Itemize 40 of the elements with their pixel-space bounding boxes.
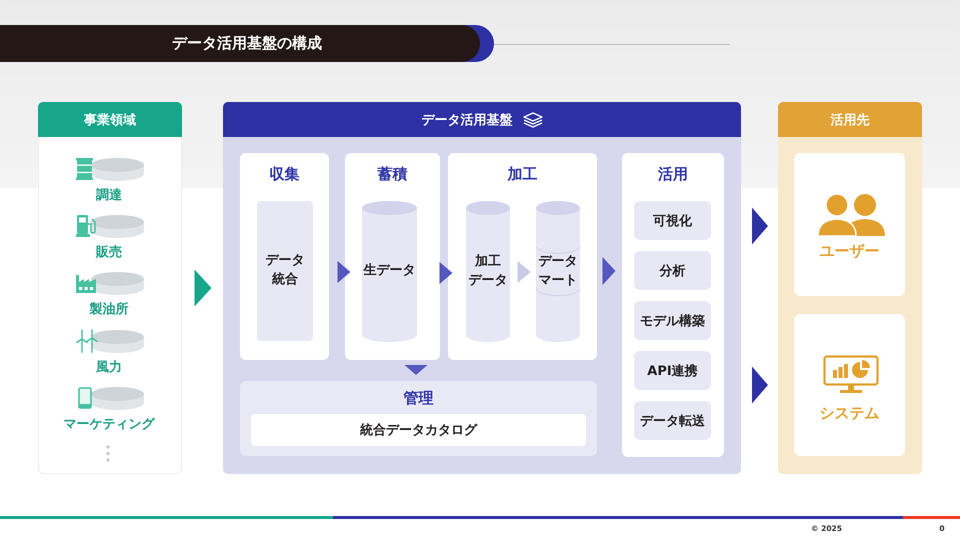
panel-title: 事業領域 <box>84 112 136 128</box>
card-title: 活用 <box>657 164 689 185</box>
domain-label: 調達 <box>95 187 123 205</box>
panel-title: データ活用基盤 <box>422 112 512 128</box>
chevron-arrow <box>752 208 768 244</box>
chevron-arrow <box>404 365 428 375</box>
card-title: 収集 <box>268 164 300 185</box>
target-label: システム <box>818 403 880 423</box>
panel <box>778 102 922 474</box>
target-label: ユーザー <box>818 241 880 261</box>
process-card <box>345 153 440 360</box>
function-box: API連携 <box>634 351 711 390</box>
panel <box>38 102 182 474</box>
function-box: データ転送 <box>634 401 711 440</box>
process-box: データ統合 <box>257 201 313 341</box>
chevron-arrow <box>602 257 616 285</box>
chevron-arrow <box>752 366 768 404</box>
target-card <box>794 314 905 456</box>
card-title: 蓄積 <box>376 164 408 185</box>
box-title: 管理 <box>402 388 434 409</box>
management-box <box>240 381 597 456</box>
process-card <box>240 153 329 360</box>
function-box: 分析 <box>634 251 711 290</box>
chevron-arrow <box>194 270 212 306</box>
domain-label: 販売 <box>94 244 123 262</box>
chevron-arrow <box>518 261 530 283</box>
process-card <box>622 153 724 457</box>
chevron-arrow <box>338 261 350 283</box>
function-box: モデル構築 <box>634 301 711 340</box>
function-box: 可視化 <box>634 201 711 240</box>
panel <box>223 102 741 474</box>
title-bar: データ活用基盤の構成 <box>0 25 494 62</box>
catalog-box: 統合データカタログ <box>251 414 586 446</box>
target-card <box>794 153 905 296</box>
domain-label: 製油所 <box>88 301 130 319</box>
domain-label: マーケティング <box>62 416 156 434</box>
card-title: 加工 <box>506 164 538 185</box>
process-card <box>448 153 597 360</box>
panel-title: 活用先 <box>830 112 870 128</box>
domain-label: 風力 <box>94 359 123 377</box>
